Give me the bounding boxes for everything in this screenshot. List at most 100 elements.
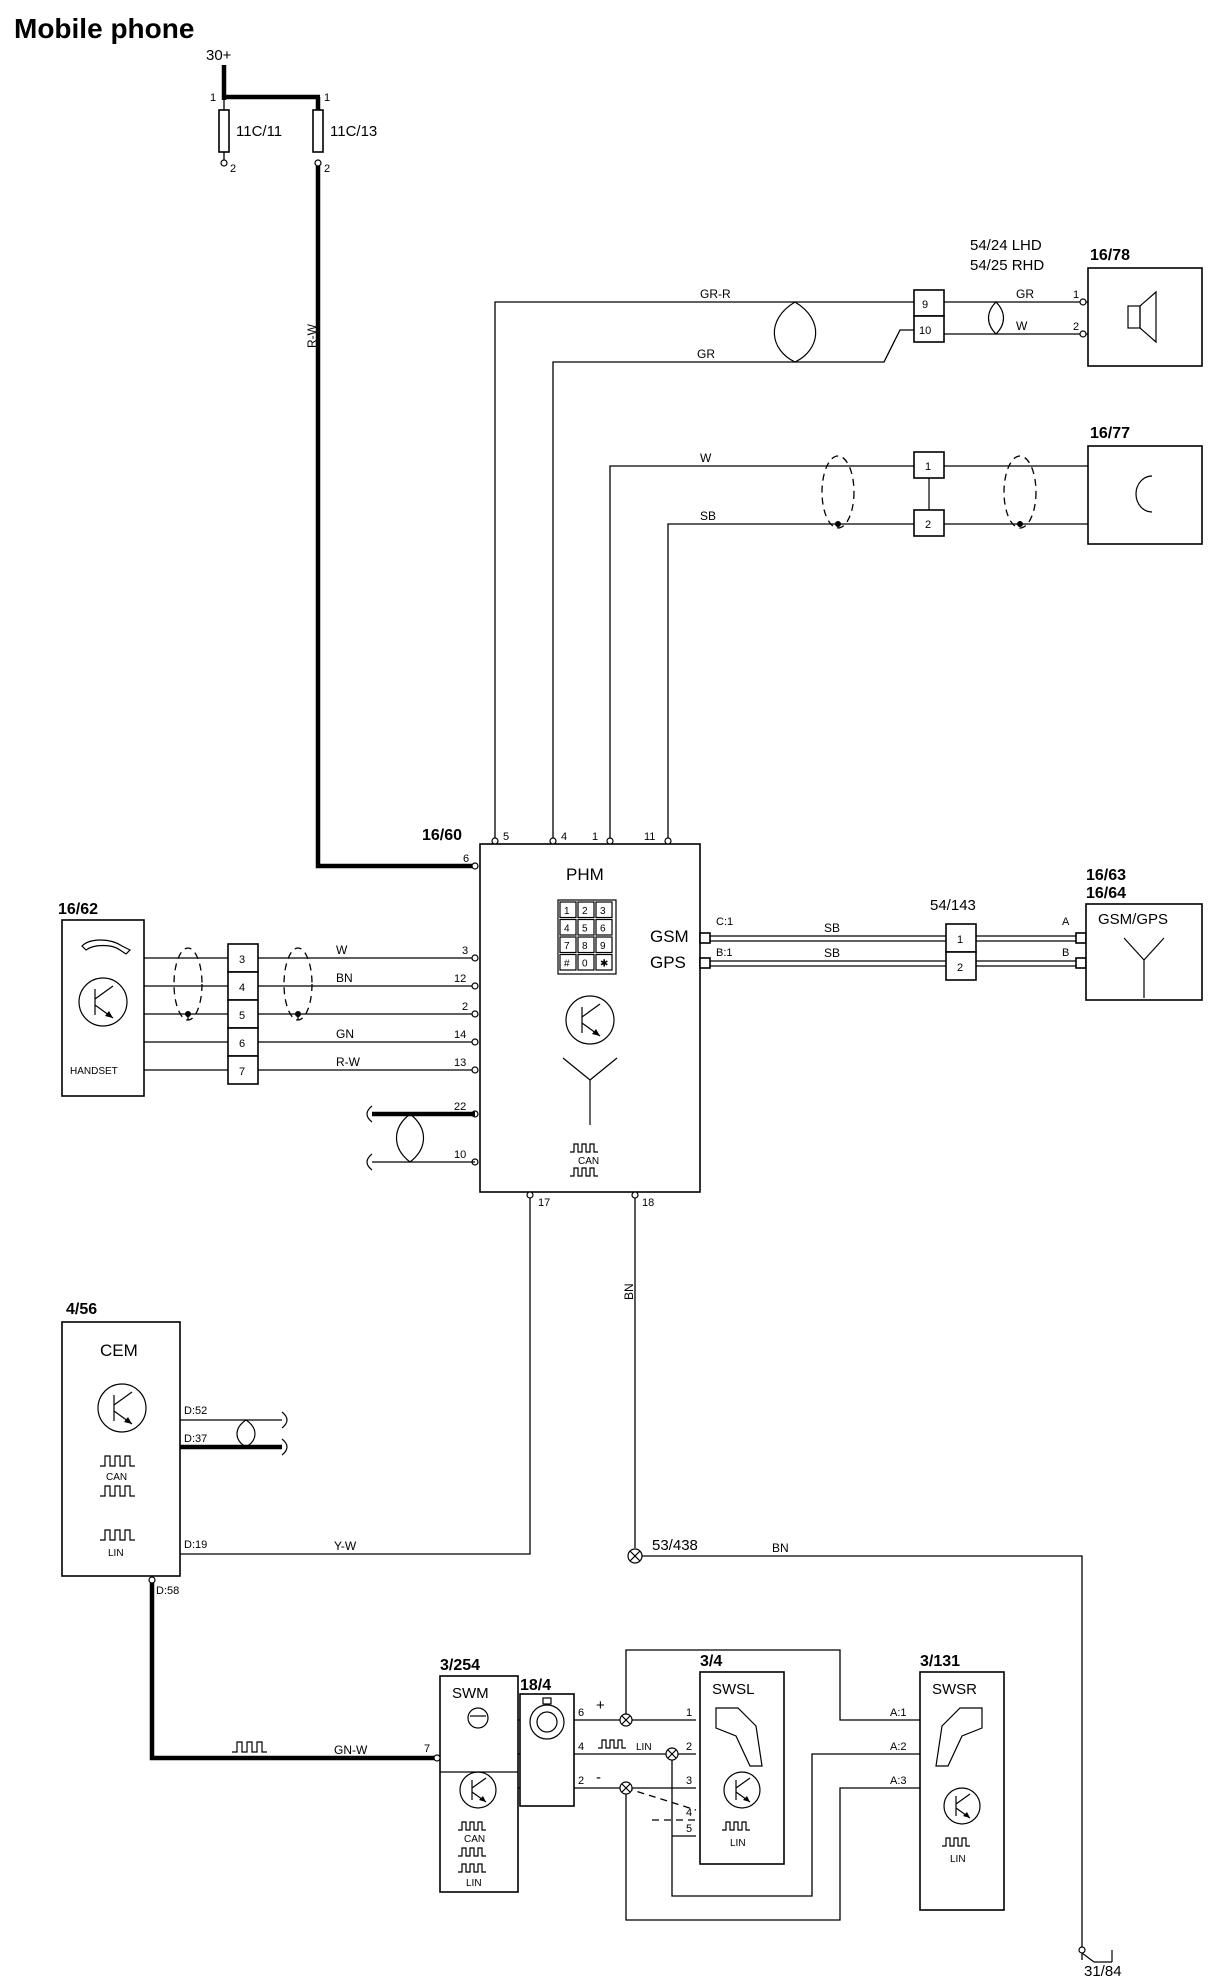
swm-can-icon: CAN LIN bbox=[458, 1821, 486, 1889]
ground-symbol bbox=[1078, 1946, 1113, 1963]
keypad-key-label: # bbox=[564, 959, 570, 970]
handset-name: HANDSET bbox=[70, 1066, 118, 1077]
phm-can-bus-wires bbox=[366, 1105, 475, 1171]
mic-ref: 16/77 bbox=[1090, 425, 1130, 442]
cem-can-bus-wires bbox=[180, 1411, 288, 1456]
mic-box bbox=[1087, 445, 1203, 545]
ground-label: 31/84 bbox=[1084, 1963, 1122, 1980]
swsr-pin-a1: A:1 bbox=[890, 1707, 907, 1719]
wire-label-hs6: GN bbox=[336, 1027, 354, 1041]
swsr-lin-label: LIN bbox=[950, 1854, 966, 1865]
handset-conn-pin3: 3 bbox=[239, 954, 245, 966]
wire-label-spk-bottom: GR bbox=[697, 347, 715, 361]
clockspring-box bbox=[519, 1693, 575, 1807]
handset-box bbox=[61, 919, 145, 1097]
speaker-conn-pin10 bbox=[913, 315, 945, 343]
swsr-box bbox=[919, 1671, 1005, 1911]
keypad-key-label: 9 bbox=[600, 941, 606, 952]
cem-transistor-icon bbox=[97, 1383, 147, 1433]
swsl-box bbox=[699, 1671, 785, 1865]
phm-pin-2: 2 bbox=[462, 1001, 468, 1013]
keypad-key bbox=[559, 936, 577, 954]
cem-ref: 4/56 bbox=[66, 1301, 97, 1318]
phm-pin-17: 17 bbox=[538, 1197, 550, 1209]
swsl-pin-4: 4 bbox=[686, 1807, 692, 1819]
wire-label-gnd: BN bbox=[622, 1283, 636, 1300]
phm-transistor-icon bbox=[565, 995, 615, 1045]
swm-transistor-icon bbox=[459, 1771, 497, 1809]
swsr-pin-a3: A:3 bbox=[890, 1775, 907, 1787]
swsl-pin-1: 1 bbox=[686, 1707, 692, 1719]
phm-pin-5: 5 bbox=[503, 831, 509, 843]
swsl-lin-signal-icon bbox=[598, 1739, 626, 1749]
phm-pin-6: 6 bbox=[463, 853, 469, 865]
swm-pin-7: 7 bbox=[424, 1743, 430, 1755]
phm-pin-11: 11 bbox=[644, 831, 655, 843]
wire-mic-w bbox=[609, 465, 914, 838]
wire-cem-phm-yw bbox=[180, 1198, 531, 1555]
phm-gsm-label: GSM bbox=[650, 927, 689, 946]
speaker-conn-pin10-label: 10 bbox=[919, 325, 931, 337]
swsr-pin-a2: A:2 bbox=[890, 1741, 907, 1753]
phm-pin-18: 18 bbox=[642, 1197, 654, 1209]
antenna-conn-ref: 54/143 bbox=[930, 897, 976, 914]
keypad-key-label: 3 bbox=[600, 906, 606, 917]
phm-box bbox=[479, 843, 701, 1193]
wire-label-hs4: BN bbox=[336, 971, 353, 985]
wire-cem-swm-gnw bbox=[149, 1583, 436, 1761]
speaker-conn-pin9 bbox=[913, 289, 945, 317]
swm-box bbox=[439, 1675, 519, 1893]
keypad-key bbox=[595, 936, 613, 954]
keypad-key bbox=[577, 936, 595, 954]
swm-can-label: CAN bbox=[464, 1834, 485, 1845]
wire-label-cem-swm: GN-W bbox=[334, 1743, 368, 1757]
clk-sign-minus: - bbox=[596, 1769, 601, 1786]
cem-lin-icon: LIN bbox=[100, 1529, 135, 1559]
handset-conn-pin4: 4 bbox=[239, 982, 245, 994]
handset-wires-left bbox=[144, 947, 228, 1071]
phm-pin-gsm: C:1 bbox=[716, 916, 733, 928]
supply-label: 30+ bbox=[206, 47, 232, 64]
wire-label-mic-top: W bbox=[700, 451, 712, 465]
keypad-key bbox=[559, 918, 577, 936]
wire-label-hs3: W bbox=[336, 943, 348, 957]
lin-signal-icon bbox=[232, 1741, 267, 1753]
speaker-ref: 16/78 bbox=[1090, 247, 1130, 264]
phm-can-icon: CAN bbox=[570, 1143, 599, 1177]
swm-steering-icon bbox=[467, 1707, 489, 1729]
phm-name: PHM bbox=[566, 865, 604, 884]
handset-conn-pin5: 5 bbox=[239, 1010, 245, 1022]
diagram-title: Mobile phone bbox=[14, 13, 194, 44]
phm-pin-13: 13 bbox=[454, 1057, 466, 1069]
swsl-lin-icon bbox=[722, 1821, 750, 1831]
cem-can-label: CAN bbox=[106, 1472, 127, 1483]
fuse1-pin-out: 2 bbox=[230, 163, 236, 175]
handset-ref: 16/62 bbox=[58, 901, 98, 918]
spk-pin2: 2 bbox=[1073, 321, 1079, 333]
swsr-ref: 3/131 bbox=[920, 1653, 960, 1670]
phm-left-pins bbox=[471, 862, 479, 1166]
clk-pin-6: 6 bbox=[578, 1707, 584, 1719]
keypad-key bbox=[595, 918, 613, 936]
handset-conn-pin6: 6 bbox=[239, 1038, 245, 1050]
cem-pin-d37: D:37 bbox=[184, 1433, 207, 1445]
swsl-transistor-icon bbox=[723, 1771, 761, 1809]
swsl-name: SWSL bbox=[712, 1681, 755, 1698]
clk-pin-4: 4 bbox=[578, 1741, 584, 1753]
ant-pin-b: B bbox=[1062, 947, 1069, 959]
phm-can-label: CAN bbox=[578, 1156, 599, 1167]
phm-pin-12: 12 bbox=[454, 973, 466, 985]
handset-icon bbox=[81, 939, 132, 955]
cem-pin-d52: D:52 bbox=[184, 1405, 207, 1417]
keypad-key bbox=[559, 953, 577, 971]
keypad-key-label: 0 bbox=[582, 959, 588, 970]
antenna-name: GSM/GPS bbox=[1098, 911, 1168, 928]
wire-antenna-gsm bbox=[710, 935, 1076, 942]
wire-ground-bn-h bbox=[642, 1555, 1083, 1960]
mic-conn-pin1-label: 1 bbox=[925, 461, 931, 473]
ant-pin-a: A bbox=[1062, 916, 1070, 928]
swsr-transistor-icon bbox=[943, 1787, 981, 1825]
phm-antenna-icon bbox=[562, 1057, 618, 1125]
cem-name: CEM bbox=[100, 1341, 138, 1360]
